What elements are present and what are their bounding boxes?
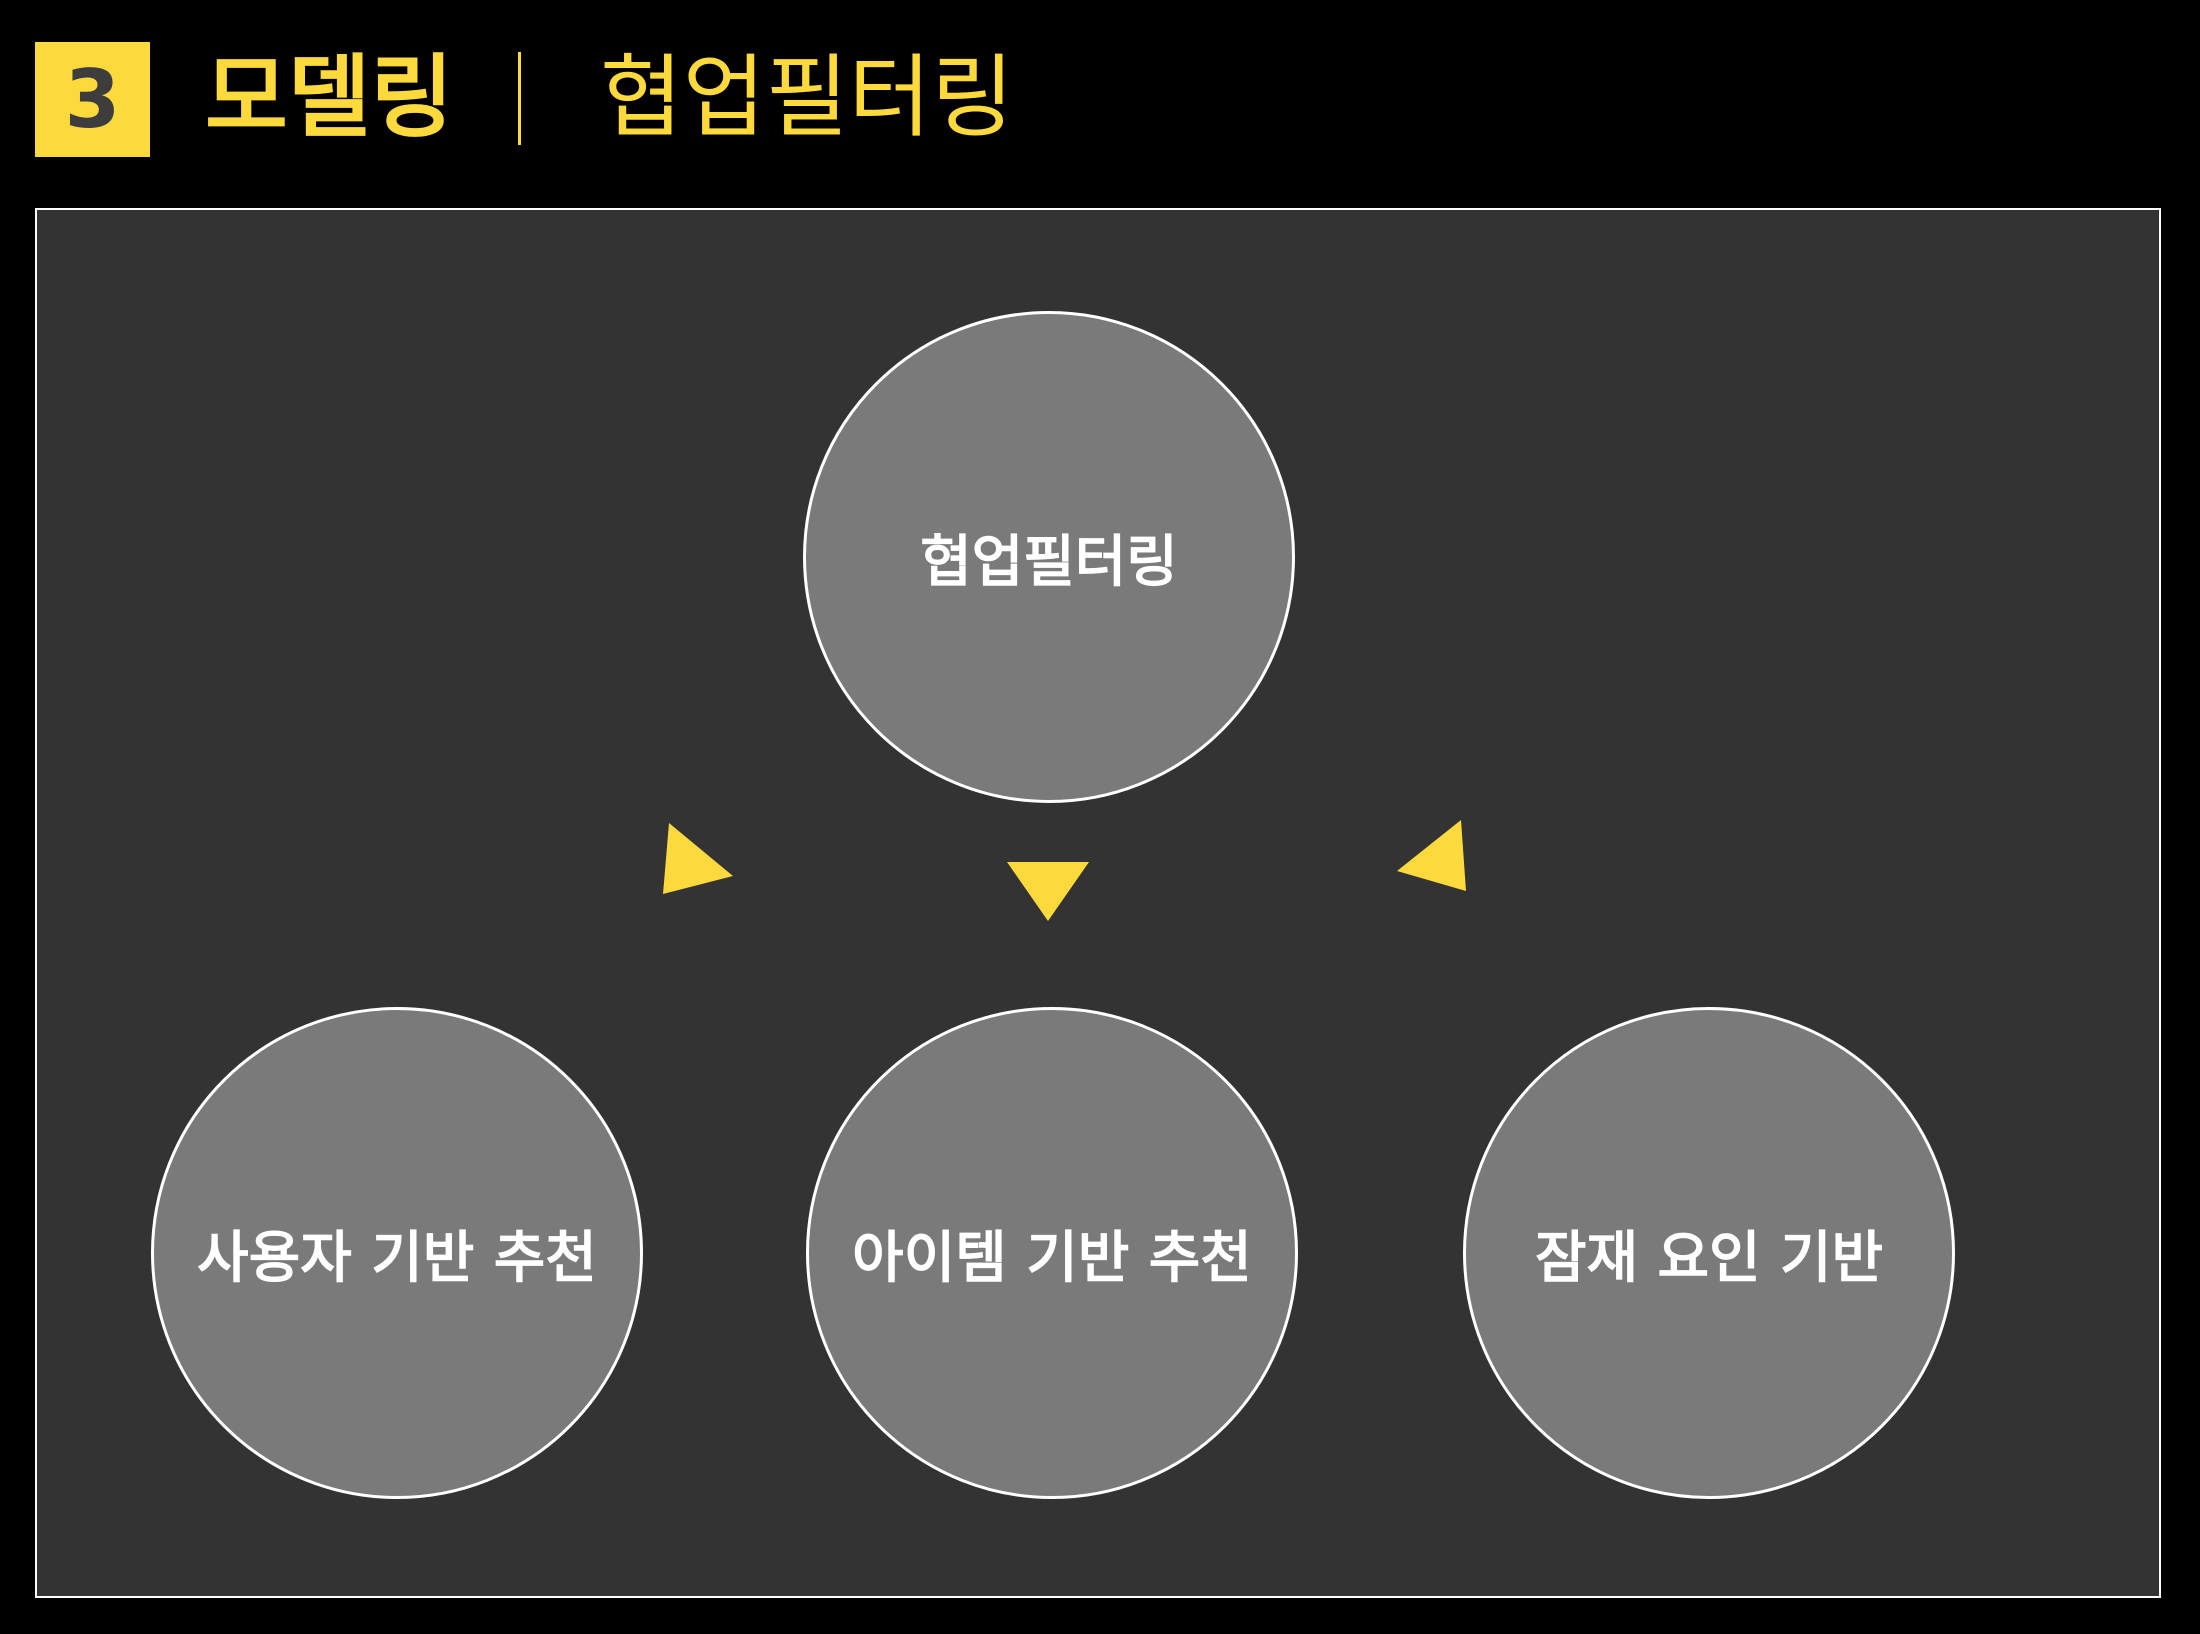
node-label-user-based: 사용자 기반 추천 xyxy=(197,1225,597,1291)
node-latent-factor: 잠재 요인 기반 xyxy=(1463,1007,1955,1499)
title-divider xyxy=(518,52,521,145)
node-label-root: 협업필터링 xyxy=(920,529,1178,595)
node-label-item-based: 아이템 기반 추천 xyxy=(852,1225,1252,1291)
page-subtitle: 협업필터링 xyxy=(600,45,1014,150)
node-collaborative-filtering: 협업필터링 xyxy=(803,311,1295,803)
node-label-latent-factor: 잠재 요인 기반 xyxy=(1534,1225,1884,1291)
node-item-based: 아이템 기반 추천 xyxy=(806,1007,1298,1499)
node-user-based: 사용자 기반 추천 xyxy=(151,1007,643,1499)
section-number-badge: 3 xyxy=(35,42,150,157)
page-title: 모델링 xyxy=(205,45,454,150)
